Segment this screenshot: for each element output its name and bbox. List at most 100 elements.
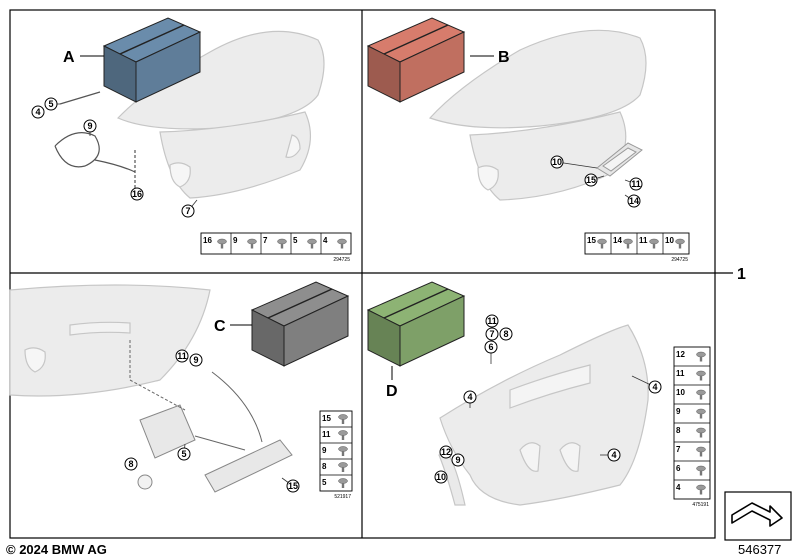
callout-circle [181, 204, 195, 218]
strip-id: 521917 [334, 494, 351, 500]
callout-circle [627, 194, 641, 208]
part-glyph-icon [696, 389, 706, 396]
trunk-trim-panel-d [438, 324, 649, 506]
strip-item-label: 4 [323, 236, 328, 245]
strip-item-label: 8 [322, 462, 327, 471]
part-glyph-icon [338, 414, 348, 420]
part-glyph-icon [696, 370, 706, 377]
part-glyph-icon [699, 489, 703, 495]
kit-label-a: A [63, 49, 75, 66]
callout-label: 9 [87, 121, 92, 131]
part-glyph-icon [699, 413, 703, 419]
kit-box-b [366, 17, 466, 103]
kit-label-b: B [498, 49, 510, 66]
part-glyph-icon [699, 451, 703, 457]
callout-label: 4 [467, 392, 472, 402]
strip-item-label: 10 [665, 236, 674, 245]
kit-box-d-right [399, 295, 465, 367]
part-glyph-icon [340, 243, 344, 249]
kit-box-c [250, 281, 350, 367]
strip-item-label: 7 [263, 236, 268, 245]
part-glyph-icon [220, 243, 224, 249]
callout-label: 11 [177, 351, 187, 361]
callout-label: 4 [652, 382, 657, 392]
callout-label: 12 [441, 447, 451, 457]
callout-circle [189, 353, 203, 367]
callout-circle [177, 447, 191, 461]
callout-circle [463, 390, 477, 404]
strip-id: 294725 [671, 257, 688, 263]
callout-circle [451, 453, 465, 467]
callout-circle [607, 448, 621, 462]
part-glyph-icon [699, 356, 703, 362]
strip-item-label: 11 [322, 430, 331, 439]
navigation-arrow-button[interactable] [724, 491, 792, 541]
part-glyph-icon [652, 243, 656, 249]
callout-label: 7 [185, 206, 190, 216]
part-glyph-icon [310, 243, 314, 249]
wiring-c [129, 340, 263, 451]
callout-label: 8 [128, 459, 133, 469]
part-glyph-icon [696, 446, 706, 453]
part-glyph-icon [696, 427, 706, 434]
main-label: 1 [737, 266, 746, 283]
callout-label: 7 [489, 329, 494, 339]
strip-item-label: 9 [676, 407, 681, 416]
callout-circle [648, 380, 662, 394]
callout-circle [175, 349, 189, 363]
part-glyph-icon [699, 432, 703, 438]
kit-box-c-right [283, 295, 349, 367]
callout-label: 6 [488, 342, 493, 352]
part-glyph-icon [338, 478, 348, 484]
part-glyph-icon [338, 430, 348, 436]
strip-id: 294725 [333, 257, 350, 263]
callout-label: 8 [503, 329, 508, 339]
part-glyph-icon [341, 467, 345, 472]
part-glyph-icon [250, 243, 254, 249]
part-glyph-icon [696, 465, 706, 472]
callout-circle [629, 177, 643, 191]
part-glyph-icon [597, 238, 607, 245]
callout-label: 11 [631, 179, 641, 189]
callout-circle [484, 340, 498, 354]
callout-label: 10 [552, 157, 562, 167]
part-glyph-icon [696, 351, 706, 358]
parts-strip-frame [319, 410, 353, 492]
callout-circle [83, 119, 97, 133]
part-glyph-icon [337, 238, 347, 245]
callout-circle [286, 479, 300, 493]
callout-label: 15 [288, 481, 298, 491]
trunk-lid-a [116, 30, 325, 199]
part-glyph-icon [678, 243, 682, 249]
callout-circle [124, 457, 138, 471]
strip-item-label: 15 [587, 236, 596, 245]
callout-circle [485, 314, 499, 328]
callout-label: 5 [181, 449, 186, 459]
callout-label: 4 [611, 450, 616, 460]
parts-strip-frame [200, 232, 352, 255]
strip-item-label: 9 [233, 236, 238, 245]
part-glyph-icon [277, 238, 287, 245]
callout-label: 10 [436, 472, 446, 482]
kit-label-c: C [214, 318, 226, 335]
part-glyph-icon [696, 484, 706, 491]
part-glyph-icon [341, 435, 345, 440]
callout-label: 4 [35, 107, 40, 117]
copyright: © 2024 BMW AG [6, 542, 107, 557]
part-glyph-icon [696, 408, 706, 415]
part-glyph-icon [675, 238, 685, 245]
callout-label: 11 [487, 316, 497, 326]
strip-item-label: 8 [676, 426, 681, 435]
part-glyph-icon [699, 470, 703, 476]
part-glyph-icon [341, 419, 345, 424]
callout-label: 16 [132, 189, 142, 199]
electrical-parts-c [137, 404, 293, 493]
part-glyph-icon [341, 483, 345, 488]
kit-label-d: D [386, 383, 398, 400]
license-plate-frame-b [596, 142, 643, 177]
